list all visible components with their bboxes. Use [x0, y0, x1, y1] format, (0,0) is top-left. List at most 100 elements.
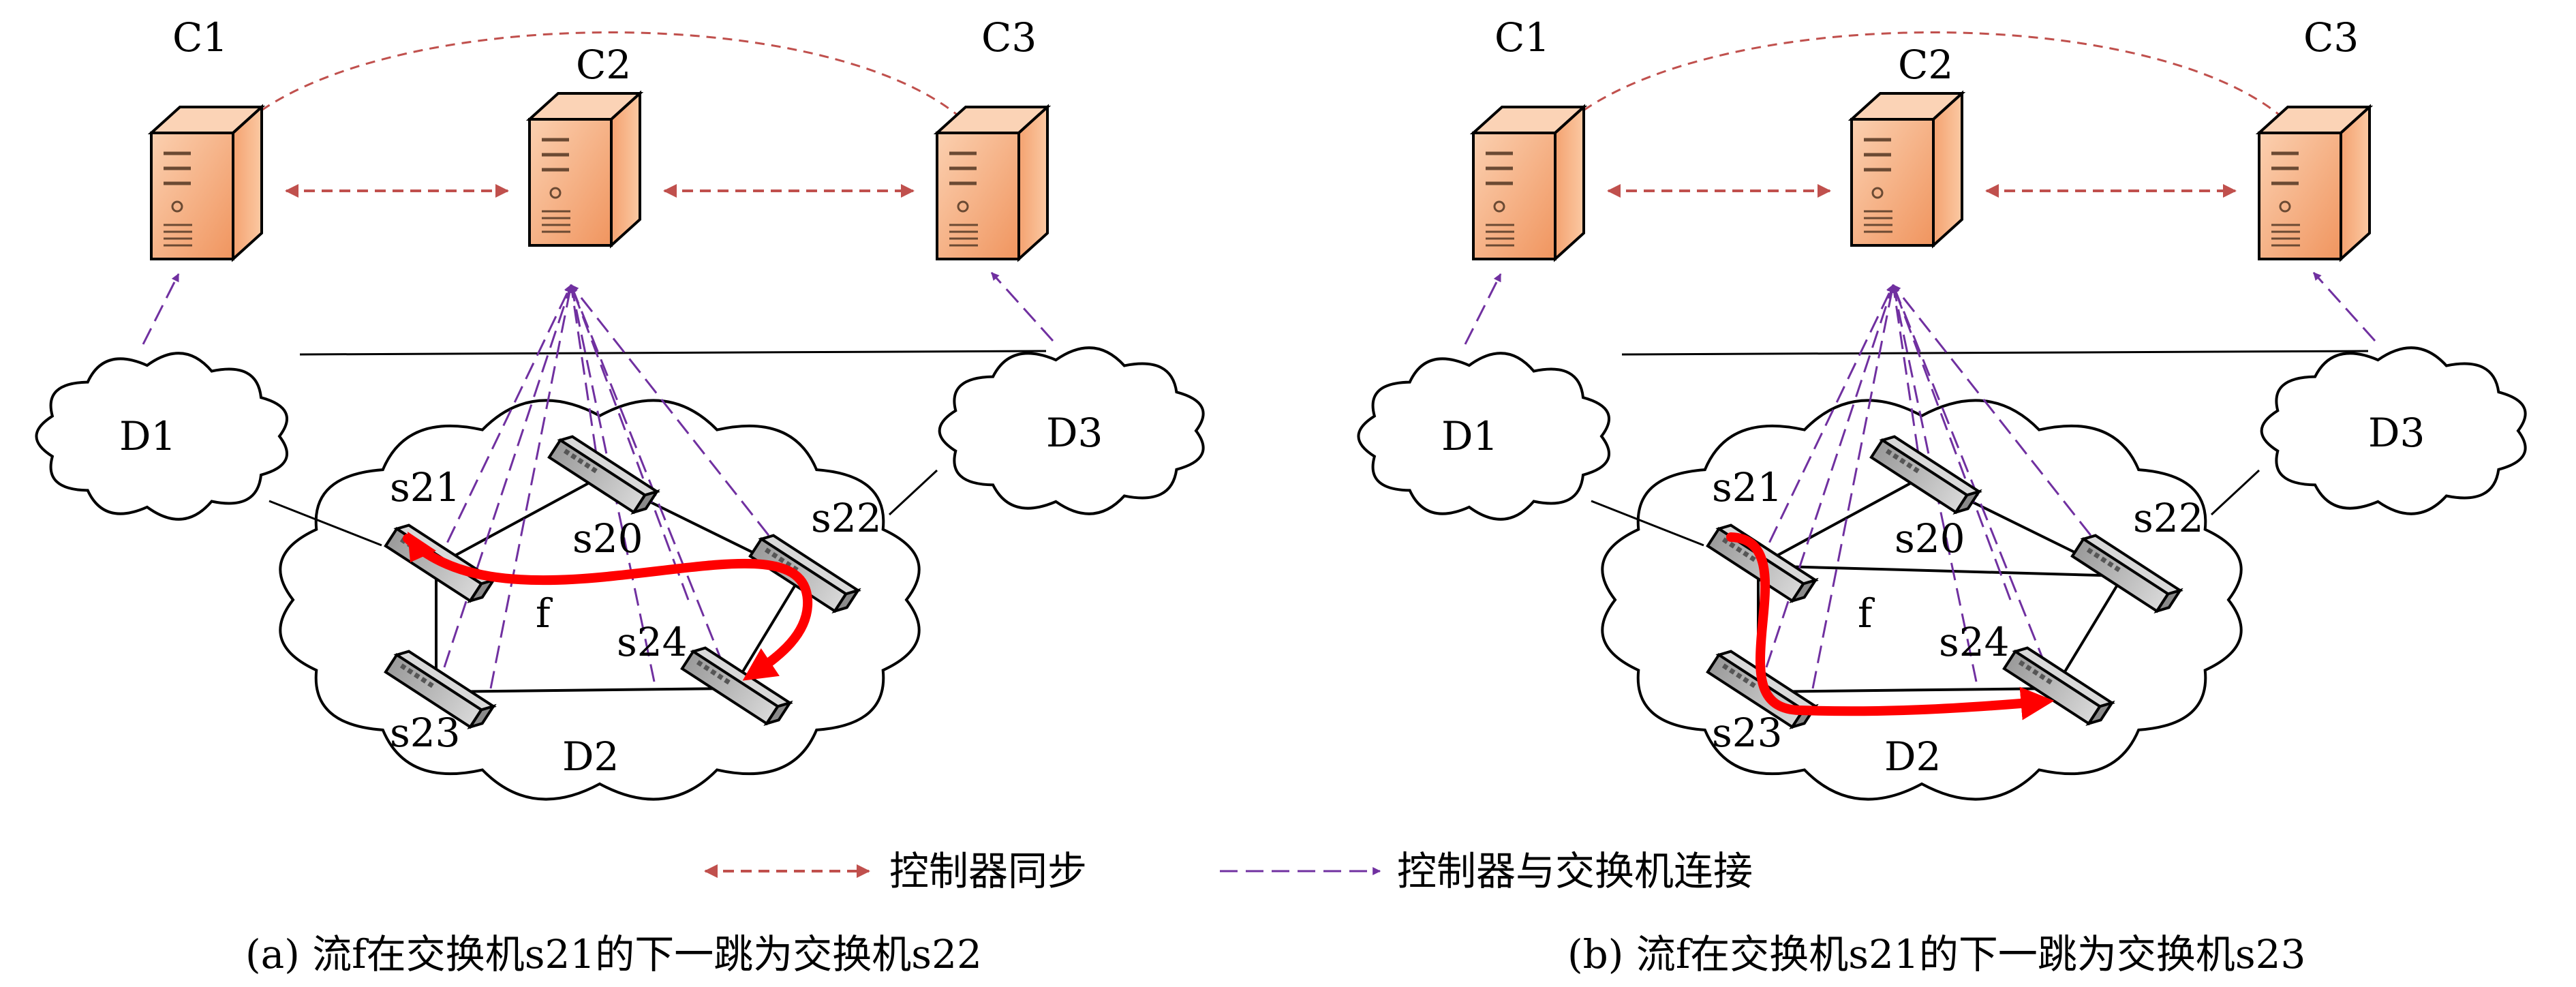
switch-side	[467, 577, 497, 603]
switch-port	[1749, 681, 1756, 688]
connect-line-extra	[1892, 284, 2012, 601]
switch-label-s21: s21	[390, 464, 461, 511]
switch-s24	[2002, 646, 2115, 726]
connect-line-d3-c3	[2312, 271, 2376, 342]
switch-port	[1743, 551, 1749, 558]
panel-caption: (a) 流f在交换机s21的下一跳为交换机s22	[245, 931, 982, 977]
switch-port	[703, 664, 710, 671]
link-s23-s24	[435, 687, 733, 693]
switch-label-s22: s22	[811, 495, 882, 541]
server-side	[1932, 90, 1963, 249]
connect-line-extra	[570, 284, 656, 682]
domain-label-d1: D1	[119, 413, 176, 459]
switch-side	[831, 588, 861, 613]
switch-port	[2025, 664, 2032, 671]
switch-label-s22: s22	[2133, 495, 2204, 541]
switch-port	[1899, 457, 1906, 465]
domain-label-d2: D2	[1884, 733, 1941, 780]
switch-port	[1885, 449, 1892, 456]
switch-port	[1735, 672, 1743, 680]
switch-port	[724, 678, 731, 685]
switch-port	[577, 457, 584, 465]
switch-label-s20: s20	[572, 515, 643, 562]
switch-side	[2153, 588, 2183, 613]
switch-port	[591, 466, 598, 474]
switch-label-s20: s20	[1895, 515, 1965, 562]
switch-port	[1743, 677, 1749, 684]
domain-label-d3: D3	[2368, 410, 2425, 456]
switch-port	[2107, 561, 2114, 568]
switch-port	[563, 449, 570, 456]
interdomain-link-d1-d2	[269, 500, 382, 547]
interdomain-link-d1-d3	[299, 350, 1047, 356]
switch-s22	[2070, 534, 2183, 613]
controller-c1-server	[147, 104, 266, 262]
switch-port	[1728, 541, 1736, 549]
switch-port	[413, 672, 420, 680]
connect-line-s23	[1757, 284, 1895, 693]
switch-port	[1735, 546, 1743, 553]
connect-line-s20	[1890, 284, 1923, 478]
connect-line-extra	[570, 284, 690, 601]
switch-s20	[1869, 435, 1982, 515]
server-button	[1871, 187, 1884, 199]
connect-line-s23	[435, 284, 573, 693]
switch-port	[709, 669, 717, 676]
switch-label-s23: s23	[1712, 710, 1783, 756]
controller-c2-server	[1847, 90, 1966, 249]
flow-start-arrow	[408, 532, 436, 562]
link-s21-s20	[435, 476, 600, 567]
controller-label-c3: C3	[2303, 14, 2359, 61]
connect-line-s21	[1757, 284, 1895, 566]
cloud-d1	[35, 352, 288, 521]
connect-line-s21	[435, 284, 572, 566]
controller-label-c3: C3	[981, 14, 1037, 61]
switch-port	[1906, 462, 1913, 469]
controller-label-c1: C1	[172, 14, 228, 61]
switch-port	[1892, 453, 1899, 460]
connect-line-s20	[568, 284, 601, 478]
server-button	[957, 200, 969, 213]
switch-port	[427, 681, 434, 688]
server-side	[2340, 104, 2371, 262]
switch-port	[1749, 555, 1756, 562]
switch-s24	[680, 646, 793, 726]
switch-port	[2039, 673, 2046, 680]
flow-label: f	[536, 590, 553, 637]
switch-port	[2018, 660, 2025, 667]
switch-port	[2086, 547, 2094, 555]
cloud-d3	[938, 346, 1205, 515]
connect-line-s22	[1892, 284, 2124, 577]
interdomain-link-d1-d3	[1621, 350, 2369, 356]
connect-line-s22	[570, 284, 802, 577]
domain-label-d1: D1	[1441, 413, 1498, 459]
legend: 控制器同步 控制器与交换机连接	[704, 848, 1753, 894]
switch-port	[2093, 551, 2100, 559]
switch-port	[1913, 466, 1920, 474]
connect-line-extra	[1811, 284, 1895, 689]
switch-side	[630, 489, 660, 515]
switch-label-s24: s24	[617, 619, 688, 665]
switch-label-s23: s23	[390, 710, 461, 756]
switch-side	[763, 700, 793, 726]
controller-label-c2: C2	[1898, 42, 1953, 88]
flow-path	[403, 534, 813, 681]
switch-side	[467, 703, 497, 729]
connect-line-extra	[1892, 284, 1978, 682]
sync-arrow-c1-c3	[1529, 31, 2323, 172]
switch-port	[2114, 565, 2121, 573]
server-button	[171, 200, 183, 213]
server-side	[1554, 104, 1585, 262]
switch-side	[2085, 700, 2115, 726]
cloud-d1	[1357, 352, 1610, 521]
link-s21-s22	[1758, 564, 2123, 577]
server-button	[1493, 200, 1505, 213]
controller-c1-server	[1469, 104, 1588, 262]
switch-port	[2031, 669, 2039, 676]
controller-c3-server	[2255, 104, 2374, 262]
server-side	[1017, 104, 1049, 262]
switch-s20	[547, 435, 660, 515]
